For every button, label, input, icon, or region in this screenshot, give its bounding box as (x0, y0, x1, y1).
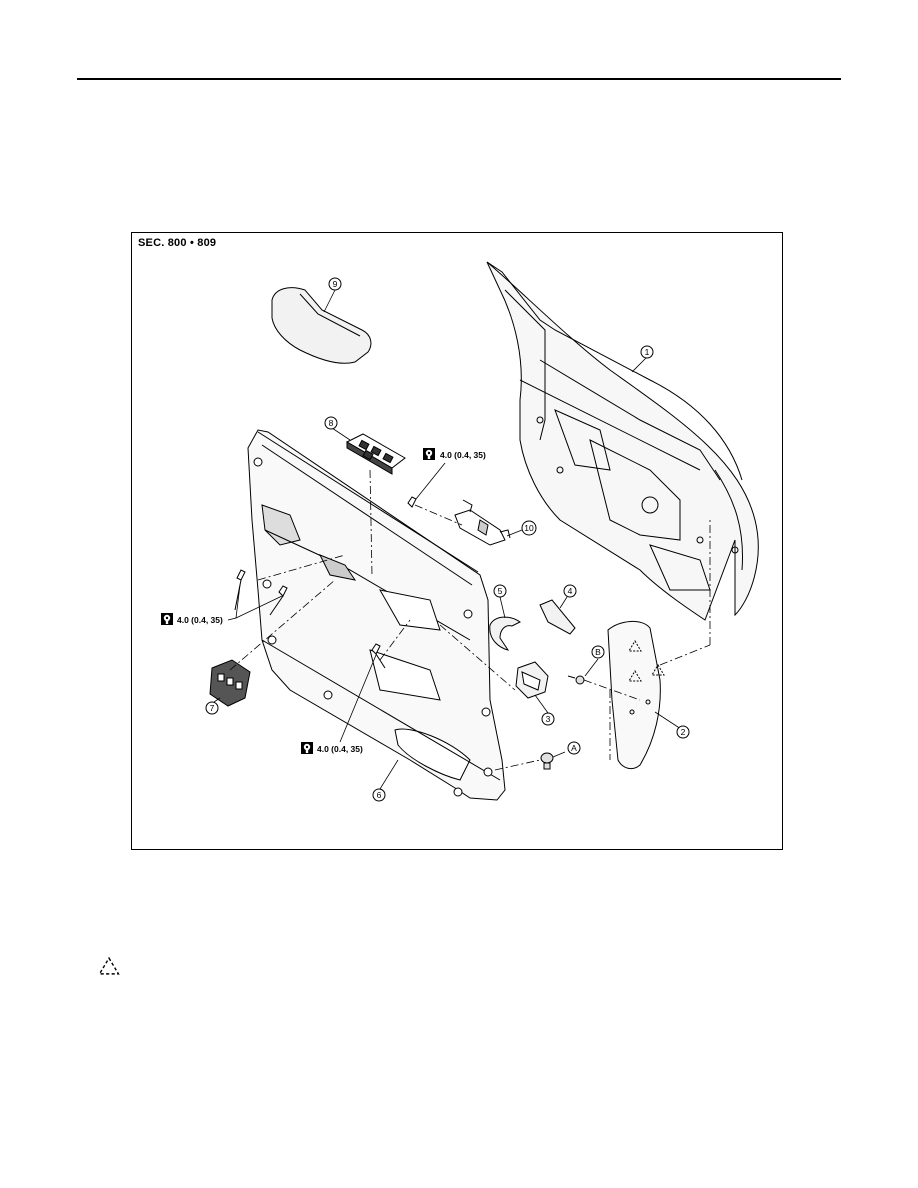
callout-7: 7 (205, 701, 219, 715)
callout-b: B (591, 645, 605, 659)
torque-wrench-icon (161, 613, 173, 625)
svg-text:6: 6 (377, 790, 382, 800)
svg-text:1: 1 (645, 347, 650, 357)
door-inner-panel (486, 261, 759, 621)
pull-handle (539, 599, 576, 635)
svg-text:A: A (571, 743, 577, 753)
callout-2: 2 (676, 725, 690, 739)
svg-text:B: B (595, 647, 601, 657)
svg-text:4: 4 (568, 586, 573, 596)
svg-text:4.0 (0.4, 35): 4.0 (0.4, 35) (177, 615, 223, 625)
section-label: SEC. 800 • 809 (138, 237, 217, 249)
svg-text:2: 2 (681, 727, 686, 737)
torque-spec-lower-screw: 4.0 (0.4, 35) (301, 654, 377, 754)
figure-frame (131, 232, 783, 850)
callout-leaders (213, 289, 682, 790)
clip-a (540, 752, 554, 770)
svg-text:5: 5 (498, 586, 503, 596)
torque-wrench-icon (301, 742, 313, 754)
torque-spec-switch-bracket: 4.0 (0.4, 35) (415, 448, 486, 500)
assembly-leader-lines (229, 469, 711, 771)
svg-text:4.0 (0.4, 35): 4.0 (0.4, 35) (317, 744, 363, 754)
callout-10: 10 (521, 520, 537, 536)
inside-handle (515, 661, 549, 699)
callout-3: 3 (541, 712, 555, 726)
sealing-screen (607, 621, 661, 770)
door-trim-bracket (454, 499, 511, 546)
armrest-finisher (271, 287, 372, 364)
callout-6: 6 (372, 788, 386, 802)
svg-text:9: 9 (333, 279, 338, 289)
top-rule (77, 78, 841, 80)
callout-8: 8 (324, 416, 338, 430)
power-window-sub-switch (209, 659, 251, 707)
svg-text:3: 3 (546, 714, 551, 724)
clip-b (567, 675, 585, 685)
svg-text:4.0 (0.4, 35): 4.0 (0.4, 35) (440, 450, 486, 460)
callout-a: A (567, 741, 581, 755)
svg-text:8: 8 (329, 418, 334, 428)
torque-spec-upper-screws: 4.0 (0.4, 35) (161, 584, 283, 625)
callout-1: 1 (640, 345, 654, 359)
callout-5: 5 (493, 584, 507, 598)
callout-4: 4 (563, 584, 577, 598)
door-finisher-panel (247, 429, 506, 801)
torque-wrench-icon (423, 448, 435, 460)
svg-text:10: 10 (524, 523, 534, 533)
inside-handle-escutcheon (489, 616, 521, 651)
svg-text:7: 7 (210, 703, 215, 713)
power-window-main-switch (345, 433, 406, 475)
callout-9: 9 (328, 277, 342, 291)
dashed-triangle-icon (98, 956, 120, 975)
